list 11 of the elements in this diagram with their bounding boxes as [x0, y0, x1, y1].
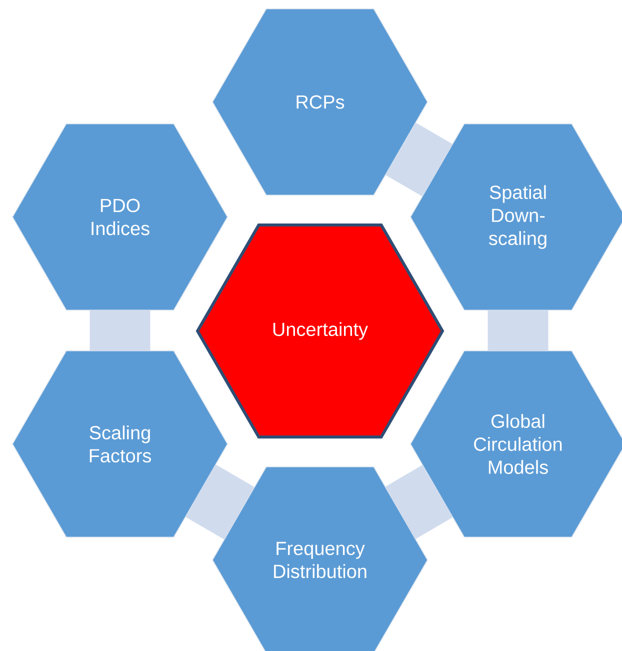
connector-band — [384, 464, 454, 540]
connector-band — [185, 464, 255, 540]
connector-band — [488, 310, 548, 352]
hexagon: Global Circulation Models — [410, 350, 622, 538]
hexagon: RCPs — [212, 8, 428, 196]
hexagon: PDO Indices — [12, 124, 228, 310]
hexagon: Frequency Distribution — [212, 466, 428, 651]
connector-band — [385, 122, 453, 196]
hexagon: Spatial Down-scaling — [410, 124, 622, 310]
connector-band — [90, 310, 150, 352]
hexagon: Scaling Factors — [12, 350, 228, 538]
